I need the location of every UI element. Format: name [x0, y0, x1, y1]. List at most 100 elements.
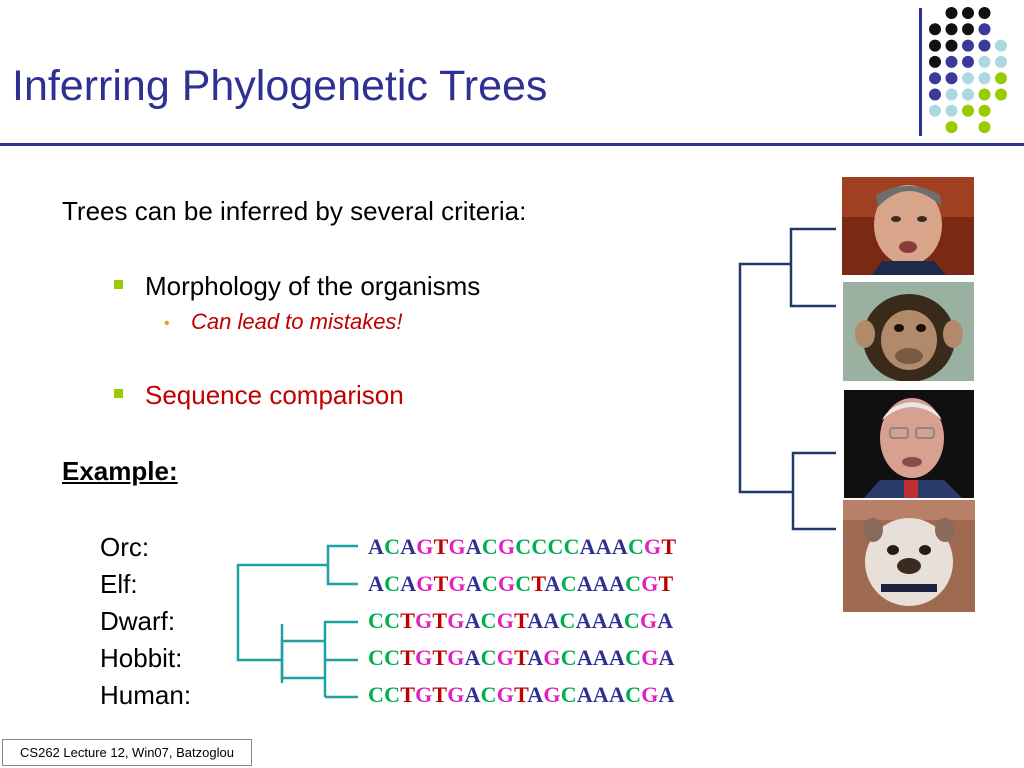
nucleotide-G: G	[447, 608, 465, 633]
nucleotide-C: C	[480, 682, 497, 707]
decorative-dot	[945, 104, 958, 117]
nucleotide-T: T	[433, 571, 449, 596]
organism-name: Dwarf:	[100, 606, 176, 636]
nucleotide-G: G	[447, 682, 465, 707]
nucleotide-G: G	[497, 571, 516, 596]
decorative-dot	[995, 39, 1007, 52]
title-vertical-rule	[919, 8, 922, 136]
nucleotide-G: G	[416, 571, 434, 596]
nucleotide-G: G	[448, 534, 466, 559]
nucleotide-T: T	[432, 682, 448, 707]
bullet-sequence-comparison: Sequence comparison	[145, 380, 404, 410]
nucleotide-C: C	[627, 534, 645, 559]
bullet-dot-icon: •	[164, 315, 170, 332]
dna-sequence: ACAGTGACGCCCCAAACGT	[368, 534, 676, 560]
nucleotide-G: G	[416, 534, 434, 559]
photo-bulldog	[843, 500, 975, 612]
nucleotide-A: A	[465, 534, 482, 559]
title-rule	[0, 143, 1024, 146]
nucleotide-C: C	[480, 608, 497, 633]
nucleotide-A: A	[527, 645, 544, 670]
nucleotide-C: C	[625, 571, 642, 596]
bullet-square-icon	[114, 280, 123, 289]
organism-name: Hobbit:	[100, 643, 183, 673]
photo-man-1	[842, 177, 974, 275]
nucleotide-G: G	[496, 608, 515, 633]
nucleotide-A: A	[544, 571, 561, 596]
decorative-dot-grid	[929, 7, 1007, 134]
nucleotide-T: T	[514, 645, 528, 670]
nucleotide-C: C	[481, 571, 498, 596]
nucleotide-A: A	[607, 608, 624, 633]
decorative-dot	[978, 104, 991, 117]
organism-name: Orc:	[100, 532, 150, 562]
decorative-dot	[978, 88, 991, 101]
nucleotide-A: A	[464, 608, 481, 633]
decorative-dot	[929, 88, 941, 101]
nucleotide-C: C	[384, 534, 401, 559]
nucleotide-T: T	[432, 645, 448, 670]
nucleotide-A: A	[592, 571, 609, 596]
nucleotide-G: G	[496, 645, 515, 670]
organism-name: Elf:	[100, 569, 138, 599]
nucleotide-C: C	[559, 608, 576, 633]
decorative-dot	[995, 55, 1007, 68]
nucleotide-C: C	[368, 682, 385, 707]
nucleotide-A: A	[592, 645, 609, 670]
sub-bullet-mistakes: Can lead to mistakes!	[191, 309, 403, 334]
nucleotide-C: C	[368, 645, 385, 670]
nucleotide-A: A	[609, 645, 626, 670]
nucleotide-C: C	[625, 682, 642, 707]
nucleotide-C: C	[384, 608, 401, 633]
nucleotide-A: A	[464, 682, 481, 707]
nucleotide-G: G	[415, 645, 433, 670]
nucleotide-C: C	[384, 645, 401, 670]
nucleotide-C: C	[625, 645, 642, 670]
decorative-dot	[929, 39, 941, 52]
decorative-dot	[978, 23, 991, 36]
nucleotide-C: C	[368, 608, 385, 633]
nucleotide-A: A	[527, 608, 544, 633]
nucleotide-G: G	[641, 682, 659, 707]
nucleotide-A: A	[464, 645, 481, 670]
decorative-dot	[978, 55, 991, 68]
nucleotide-G: G	[448, 571, 466, 596]
decorative-dot	[978, 7, 991, 19]
decorative-dot	[929, 23, 941, 36]
example-label: Example:	[62, 456, 178, 486]
nucleotide-A: A	[609, 682, 626, 707]
nucleotide-A: A	[657, 608, 674, 633]
nucleotide-T: T	[400, 645, 416, 670]
nucleotide-A: A	[368, 534, 385, 559]
dna-sequence: CCTGTGACGTAGCAAACGA	[368, 682, 675, 708]
decorative-dot	[962, 104, 974, 117]
nucleotide-C: C	[481, 534, 498, 559]
intro-text: Trees can be inferred by several criteri…	[62, 196, 527, 226]
nucleotide-A: A	[609, 571, 626, 596]
decorative-dot	[945, 7, 958, 19]
photo-man-2	[844, 390, 974, 498]
nucleotide-A: A	[575, 608, 592, 633]
organism-name: Human:	[100, 680, 192, 710]
decorative-dot	[945, 39, 958, 52]
nucleotide-C: C	[623, 608, 640, 633]
nucleotide-T: T	[531, 571, 545, 596]
decorative-dot	[962, 55, 974, 68]
decorative-dot	[945, 121, 958, 134]
nucleotide-T: T	[400, 608, 416, 633]
decorative-dot	[945, 72, 958, 85]
nucleotide-A: A	[579, 534, 596, 559]
decorative-dot	[962, 72, 974, 85]
nucleotide-T: T	[514, 608, 528, 633]
nucleotide-A: A	[592, 682, 609, 707]
decorative-dot	[978, 39, 991, 52]
nucleotide-G: G	[641, 571, 659, 596]
nucleotide-C: C	[384, 571, 401, 596]
bullet-morphology: Morphology of the organisms	[145, 271, 481, 301]
nucleotide-C: C	[547, 534, 564, 559]
dna-sequence: ACAGTGACGCTACAAACGT	[368, 571, 673, 597]
photo-tree	[738, 227, 836, 531]
nucleotide-G: G	[543, 682, 561, 707]
nucleotide-G: G	[415, 608, 433, 633]
nucleotide-T: T	[400, 682, 416, 707]
